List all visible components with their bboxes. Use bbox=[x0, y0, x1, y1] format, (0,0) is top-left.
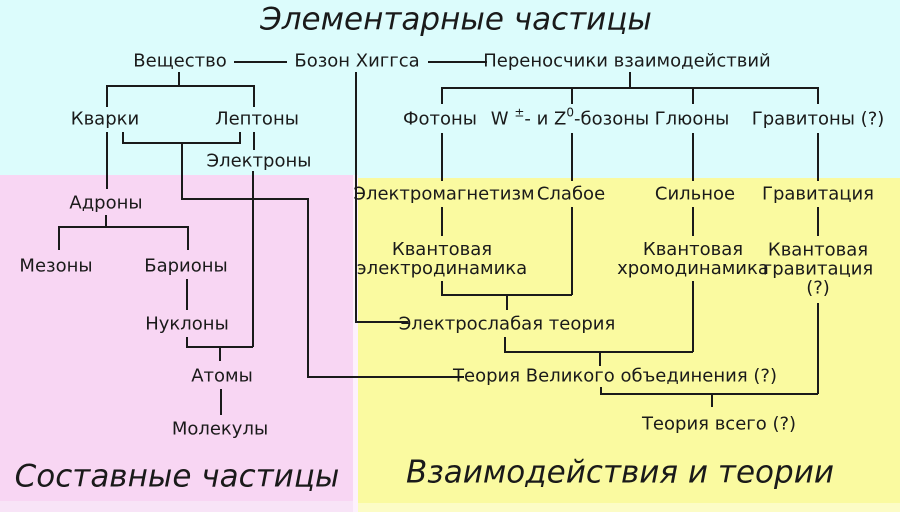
section-title-interactions: Взаимодействия и теории bbox=[406, 454, 834, 491]
node-weak: Слабое bbox=[536, 183, 606, 205]
diagram-title: Элементарные частицы bbox=[260, 1, 652, 38]
section-title-composite: Составные частицы bbox=[14, 458, 340, 495]
node-atoms: Атомы bbox=[191, 365, 253, 387]
section-interactions-bg bbox=[358, 178, 900, 503]
node-leptons: Лептоны bbox=[215, 108, 299, 130]
section-interactions-fade bbox=[358, 503, 900, 512]
section-divider bbox=[353, 175, 358, 512]
node-molecules: Молекулы bbox=[171, 418, 269, 440]
node-gluons: Глюоны bbox=[654, 108, 730, 130]
node-hadrons: Адроны bbox=[69, 192, 143, 214]
node-quantum-electrodynamics: Квантовая электродинамика bbox=[356, 239, 528, 279]
node-electrons: Электроны bbox=[206, 150, 312, 172]
node-gravitons: Гравитоны (?) bbox=[751, 108, 885, 130]
node-grand-unified-theory: Теория Великого объединения (?) bbox=[453, 365, 777, 387]
node-electroweak-theory: Электрослабая теория bbox=[398, 313, 616, 335]
node-quantum-chromodynamics: Квантовая хромодинамика bbox=[617, 239, 769, 279]
wz-zero-superscript: 0 bbox=[566, 105, 575, 120]
node-mesons: Мезоны bbox=[19, 255, 93, 277]
node-quantum-gravity: Квантовая гравитация (?) bbox=[762, 239, 874, 299]
node-baryons: Барионы bbox=[144, 255, 228, 277]
wz-plusminus-superscript: ± bbox=[514, 105, 525, 120]
node-wz-bosons: W ±- и Z0-бозоны bbox=[490, 105, 650, 130]
node-gravitation: Гравитация bbox=[761, 183, 875, 205]
node-nucleons: Нуклоны bbox=[145, 313, 229, 335]
node-matter: Вещество bbox=[133, 50, 227, 72]
section-composite-fade bbox=[0, 501, 353, 512]
node-photons: Фотоны bbox=[403, 108, 477, 130]
node-strong: Сильное bbox=[654, 183, 736, 205]
node-electromagnetism: Электромагнетизм bbox=[353, 183, 535, 205]
node-quarks: Кварки bbox=[70, 108, 140, 130]
node-higgs-boson: Бозон Хиггса bbox=[294, 50, 420, 72]
node-force-carriers: Переносчики взаимодействий bbox=[483, 50, 771, 72]
node-theory-of-everything: Теория всего (?) bbox=[641, 413, 797, 435]
